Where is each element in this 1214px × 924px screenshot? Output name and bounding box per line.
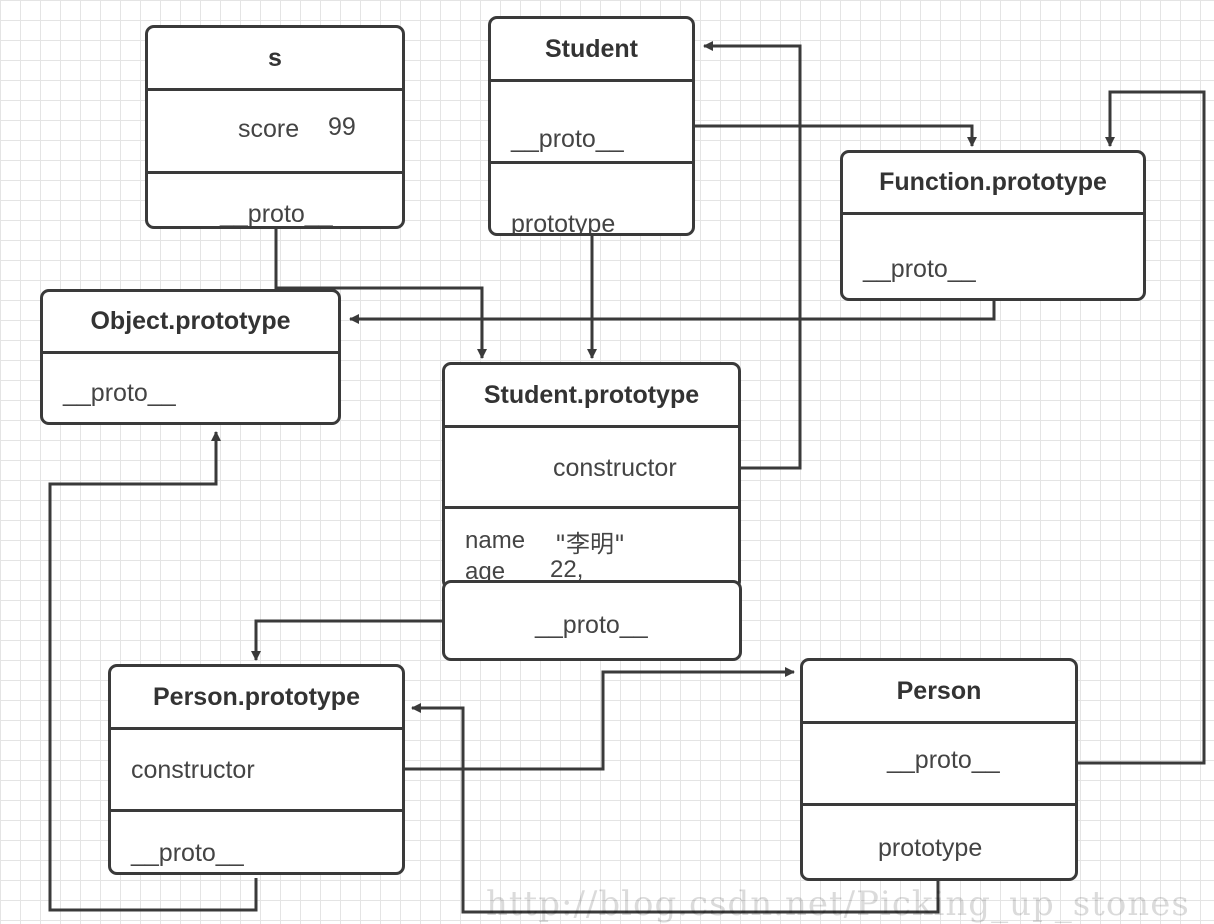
edge-person-prototype-constructor-to-person [404, 667, 795, 771]
node-person-title: Person [896, 676, 982, 705]
node-person-proto-section: __proto__ [803, 721, 1075, 803]
node-student-prototype-constructor-section: constructor [445, 425, 738, 506]
node-person-prototype: Person.prototype constructor __proto__ [108, 664, 405, 875]
node-function-prototype-proto-section: __proto__ [843, 212, 1143, 298]
student-prototype-proto-label: __proto__ [535, 611, 648, 639]
node-object-prototype-proto-section: __proto__ [43, 351, 338, 422]
node-person-prototype-constructor-section: constructor [111, 727, 402, 809]
node-person-prototype-title: Person.prototype [153, 682, 360, 711]
student-prototype-constructor-label: constructor [553, 454, 677, 482]
person-prototype-constructor-label: constructor [131, 756, 255, 784]
person-proto-label: __proto__ [887, 746, 1000, 774]
node-function-prototype: Function.prototype __proto__ [840, 150, 1146, 301]
node-student: Student __proto__ prototype [488, 16, 695, 236]
edge-s-proto-to-student-prototype [274, 228, 487, 359]
student-prototype-label: prototype [511, 210, 616, 236]
node-s: s score 99 __proto__ [145, 25, 405, 229]
person-prototype-label: prototype [878, 834, 983, 862]
node-function-prototype-title: Function.prototype [879, 168, 1107, 196]
field-name-value: "李明" [555, 530, 626, 558]
watermark: http://blog.csdn.net/Picking_up_stones [486, 884, 1190, 924]
node-object-prototype-title: Object.prototype [90, 307, 291, 335]
object-prototype-proto-label: __proto__ [63, 379, 176, 407]
node-s-title: s [268, 43, 282, 72]
node-student-prototype: Student.prototype constructor name "李明" … [442, 362, 741, 590]
node-student-proto-section: __proto__ [491, 79, 692, 161]
node-object-prototype: Object.prototype __proto__ [40, 289, 341, 425]
node-student-title: Student [544, 34, 639, 63]
edge-student-prototype-constructor-to-student [703, 41, 802, 470]
edge-function-proto-to-object-prototype [349, 300, 996, 324]
edge-person-proto-to-function-prototype [1077, 90, 1206, 765]
function-prototype-proto-label: __proto__ [863, 255, 976, 283]
node-student-prototype-section: prototype [491, 161, 692, 236]
student-proto-label: __proto__ [511, 125, 624, 153]
node-s-fields: score 99 [148, 88, 402, 171]
node-student-prototype-title: Student.prototype [483, 380, 700, 409]
person-prototype-proto-label: __proto__ [131, 839, 244, 867]
node-person: Person __proto__ prototype [800, 658, 1078, 881]
field-age-value: 22, [550, 556, 584, 583]
edge-person-prototype-link [411, 703, 940, 914]
field-score-value: 99 [328, 113, 356, 141]
node-student-prototype-proto: __proto__ [442, 580, 742, 661]
node-s-proto-section: __proto__ [148, 171, 402, 228]
s-proto-label: __proto__ [220, 200, 333, 228]
edge-student-prototype-proto-to-person-prototype [251, 619, 444, 661]
node-person-prototype-proto-section: __proto__ [111, 809, 402, 872]
field-name-label: name [465, 527, 526, 554]
node-person-prototype-section: prototype [803, 803, 1075, 878]
field-score-label: score [238, 115, 300, 143]
edge-student-proto-to-function-prototype [694, 124, 977, 147]
edge-person-prototype-proto-to-object-prototype [48, 431, 258, 912]
node-student-prototype-fields-section: name "李明" age 22, [445, 506, 738, 587]
